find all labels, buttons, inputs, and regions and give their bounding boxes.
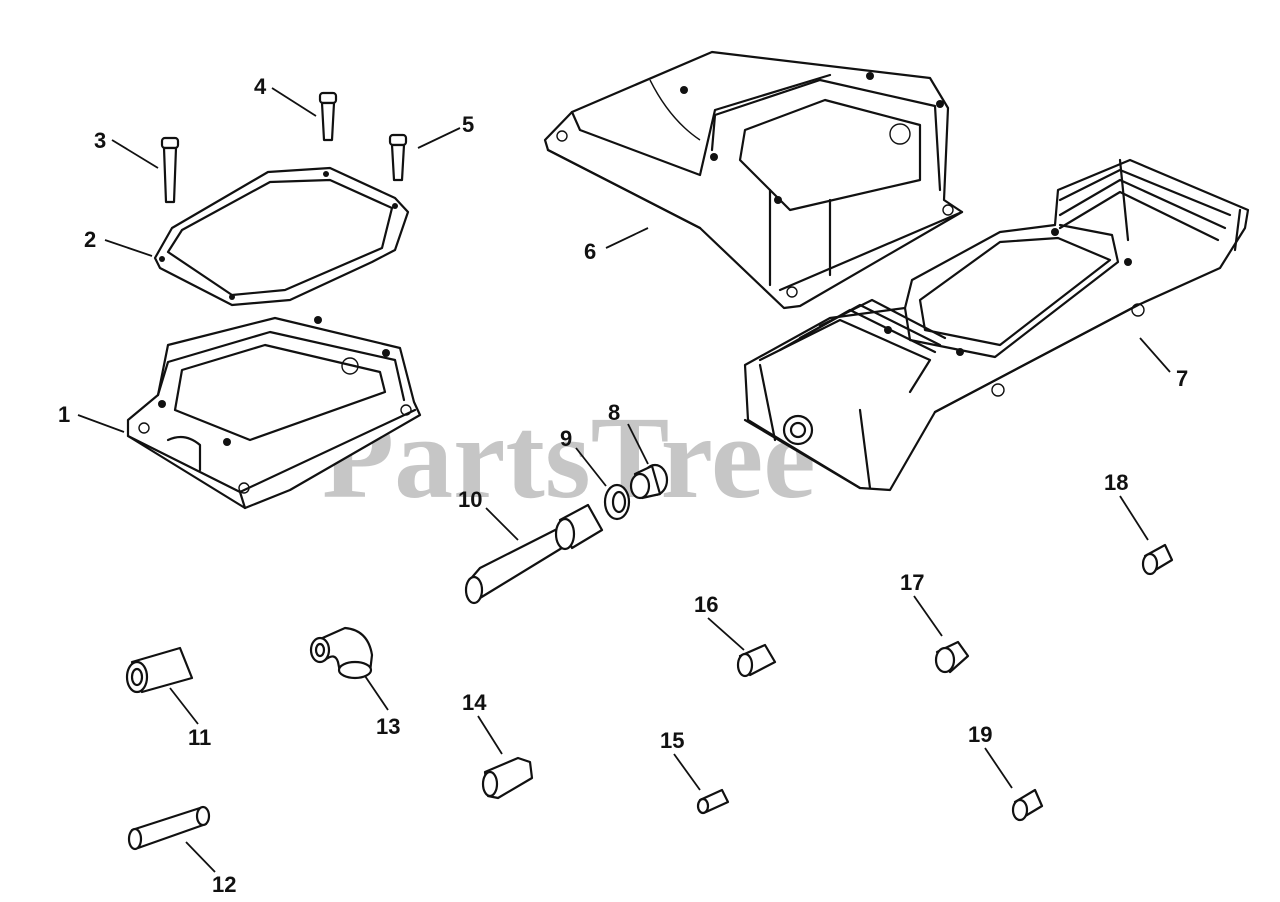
callout-19[interactable]: 19 bbox=[968, 722, 992, 747]
part-12-nipple[interactable] bbox=[127, 805, 211, 851]
part-4-bolt[interactable] bbox=[318, 91, 338, 142]
part-7-finned-housing[interactable] bbox=[743, 158, 1250, 492]
callout-8[interactable]: 8 bbox=[608, 400, 620, 425]
part-2-gasket[interactable] bbox=[153, 166, 410, 307]
part-10-pipe[interactable] bbox=[464, 503, 604, 605]
part-14-reducer[interactable] bbox=[481, 756, 534, 800]
callout-3[interactable]: 3 bbox=[94, 128, 106, 153]
callout-7[interactable]: 7 bbox=[1176, 366, 1188, 391]
callout-17[interactable]: 17 bbox=[900, 570, 924, 595]
part-3-bolt[interactable] bbox=[160, 136, 180, 204]
part-11-coupling[interactable] bbox=[125, 646, 194, 694]
part-15-plug[interactable] bbox=[696, 788, 730, 815]
callout-18[interactable]: 18 bbox=[1104, 470, 1128, 495]
part-9-washer[interactable] bbox=[603, 483, 631, 521]
callout-labels: 1 2 3 4 5 6 7 8 9 10 11 12 13 14 15 16 1… bbox=[58, 74, 1188, 897]
callout-9[interactable]: 9 bbox=[560, 426, 572, 451]
callout-2[interactable]: 2 bbox=[84, 227, 96, 252]
callout-1[interactable]: 1 bbox=[58, 402, 70, 427]
callout-14[interactable]: 14 bbox=[462, 690, 487, 715]
callout-16[interactable]: 16 bbox=[694, 592, 718, 617]
part-17-plug[interactable] bbox=[934, 640, 970, 674]
callout-13[interactable]: 13 bbox=[376, 714, 400, 739]
callout-6[interactable]: 6 bbox=[584, 239, 596, 264]
part-1-housing[interactable] bbox=[126, 316, 422, 510]
part-16-plug[interactable] bbox=[736, 643, 777, 678]
callout-12[interactable]: 12 bbox=[212, 872, 236, 897]
part-6-housing[interactable] bbox=[543, 50, 964, 310]
callout-11[interactable]: 11 bbox=[188, 725, 211, 750]
callout-4[interactable]: 4 bbox=[254, 74, 267, 99]
callout-10[interactable]: 10 bbox=[458, 487, 482, 512]
callout-15[interactable]: 15 bbox=[660, 728, 684, 753]
part-5-bolt[interactable] bbox=[388, 133, 408, 182]
part-19-plug[interactable] bbox=[1011, 788, 1044, 822]
part-8-bushing[interactable] bbox=[629, 463, 669, 500]
leader-lines bbox=[77, 87, 1171, 873]
part-13-elbow[interactable] bbox=[309, 626, 374, 680]
part-18-plug[interactable] bbox=[1141, 543, 1174, 576]
callout-5[interactable]: 5 bbox=[462, 112, 474, 137]
